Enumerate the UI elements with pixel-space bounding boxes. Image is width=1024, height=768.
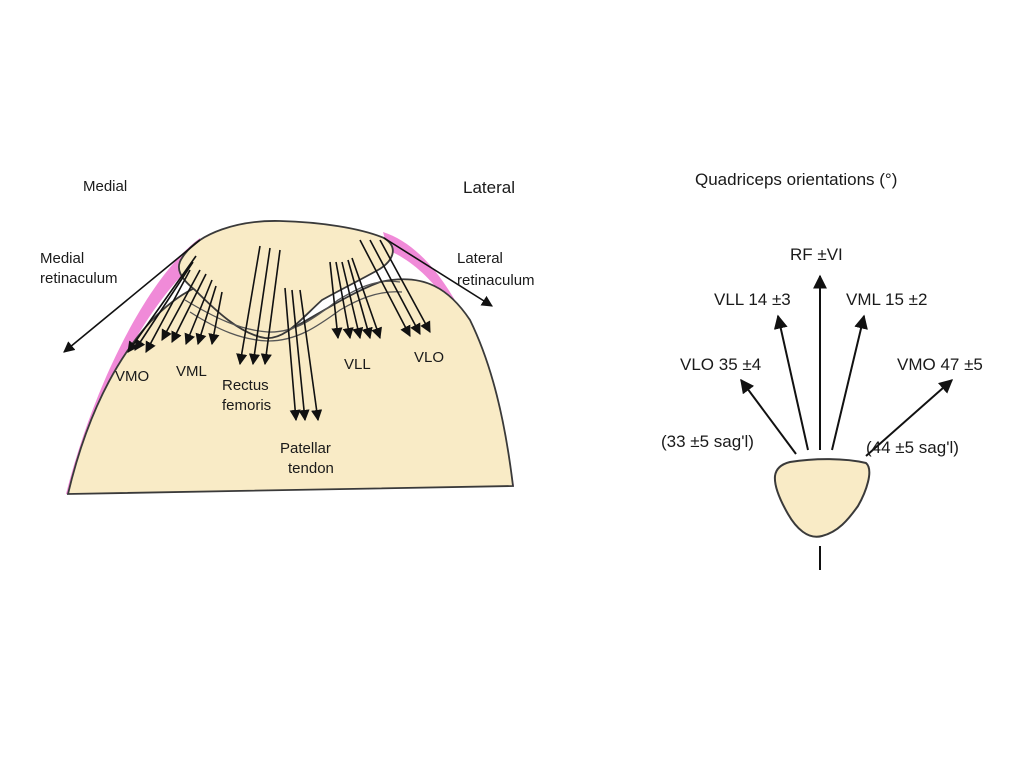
medial-retinaculum-label-1: Medial — [40, 250, 84, 267]
vml-fibers — [161, 269, 223, 346]
vlo-label: VLO — [414, 349, 444, 366]
patella-cross-section — [773, 458, 871, 538]
vml-label: VML — [176, 363, 207, 380]
lateral-retinaculum-arrow — [383, 237, 493, 307]
vmo-sagittal-label: (44 ±5 sag'l) — [866, 438, 959, 457]
trochlear-line — [184, 280, 401, 333]
vlo-sagittal-label: (33 ±5 sag'l) — [661, 432, 754, 451]
vll-arrow — [773, 314, 809, 451]
vml-orientation-label: VML 15 ±2 — [846, 290, 927, 309]
rectus-femoris-label-2: femoris — [222, 397, 271, 414]
orientation-title: Quadriceps orientations (°) — [695, 170, 897, 189]
orientation-diagram: Quadriceps orientations (°) RF ±VI VLL 1… — [661, 170, 983, 570]
vlo-orientation-label: VLO 35 ±4 — [680, 355, 761, 374]
rectus-femoris-label-1: Rectus — [222, 377, 269, 394]
vmo-label: VMO — [115, 368, 149, 385]
medial-label: Medial — [83, 178, 127, 195]
vll-fibers — [329, 257, 382, 340]
rectus-femoris-fibers — [236, 245, 281, 366]
lateral-retinaculum-label-1: Lateral — [457, 250, 503, 267]
knee-diagram: Medial Lateral Medial retinaculum Latera… — [40, 178, 535, 495]
vlo-arrow — [740, 378, 797, 455]
rf-label: RF ±VI — [790, 245, 843, 264]
lateral-retinaculum-label-2: retinaculum — [457, 272, 535, 289]
vlo-fibers — [359, 239, 431, 337]
vmo-orientation-label: VMO 47 ±5 — [897, 355, 983, 374]
medial-retinaculum-label-2: retinaculum — [40, 270, 118, 287]
vll-orientation-label: VLL 14 ±3 — [714, 290, 791, 309]
vml-arrow — [831, 314, 868, 451]
patellar-tendon-fibers — [284, 287, 323, 422]
lateral-label: Lateral — [463, 178, 515, 197]
patellar-tendon-label-1: Patellar — [280, 440, 331, 457]
vmo-arrow — [865, 379, 954, 457]
vll-label: VLL — [344, 356, 371, 373]
patella-outline — [178, 220, 394, 339]
vmo-fibers — [127, 255, 197, 353]
patellar-tendon-label-2: tendon — [288, 460, 334, 477]
medial-retinaculum-arrow — [63, 239, 201, 353]
